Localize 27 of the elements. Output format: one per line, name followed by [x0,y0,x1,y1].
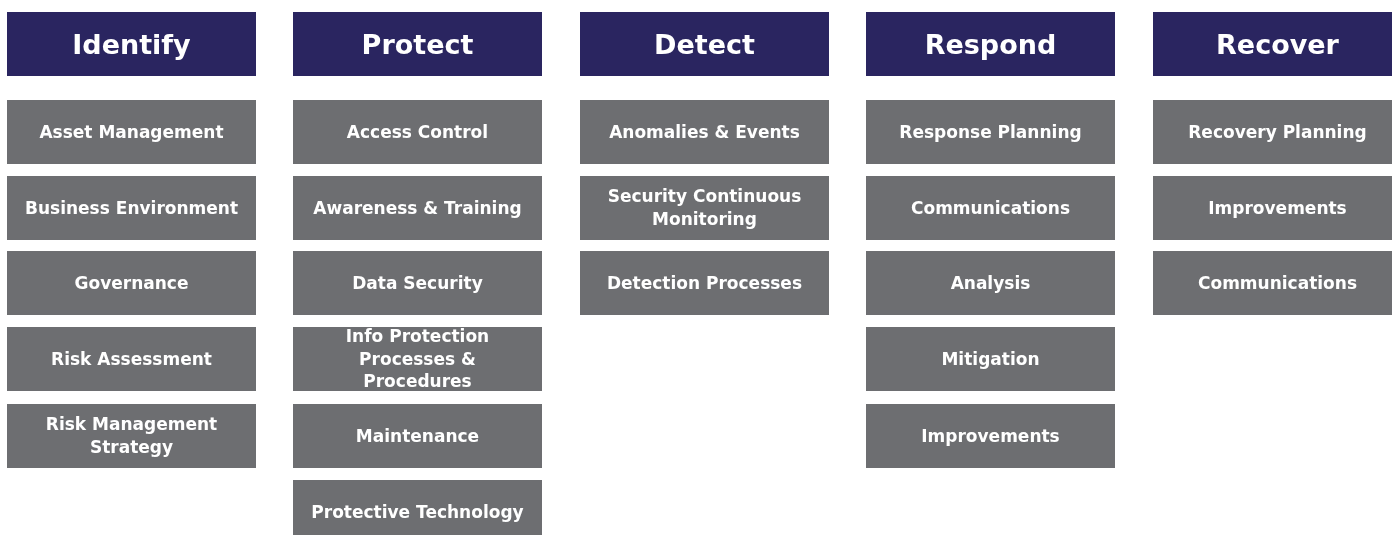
category-box: Communications [866,176,1115,240]
category-box: Response Planning [866,100,1115,164]
category-box: Risk Management Strategy [7,404,256,468]
category-box: Maintenance [293,404,542,468]
category-box: Mitigation [866,327,1115,391]
category-box: Detection Processes [580,251,829,315]
category-box: Info Protection Processes & Procedures [293,327,542,391]
category-box: Access Control [293,100,542,164]
category-box: Data Security [293,251,542,315]
category-box: Asset Management [7,100,256,164]
category-box: Protective Technology [293,480,542,535]
category-box: Analysis [866,251,1115,315]
category-box: Business Environment [7,176,256,240]
column-heading: Recover [1153,12,1392,76]
column-heading: Protect [293,12,542,76]
column-heading: Detect [580,12,829,76]
category-box: Communications [1153,251,1392,315]
category-box: Security Continuous Monitoring [580,176,829,240]
category-box: Governance [7,251,256,315]
column-heading: Identify [7,12,256,76]
category-box: Awareness & Training [293,176,542,240]
category-box: Recovery Planning [1153,100,1392,164]
category-box: Risk Assessment [7,327,256,391]
category-box: Improvements [1153,176,1392,240]
category-box: Improvements [866,404,1115,468]
column-heading: Respond [866,12,1115,76]
category-box: Anomalies & Events [580,100,829,164]
